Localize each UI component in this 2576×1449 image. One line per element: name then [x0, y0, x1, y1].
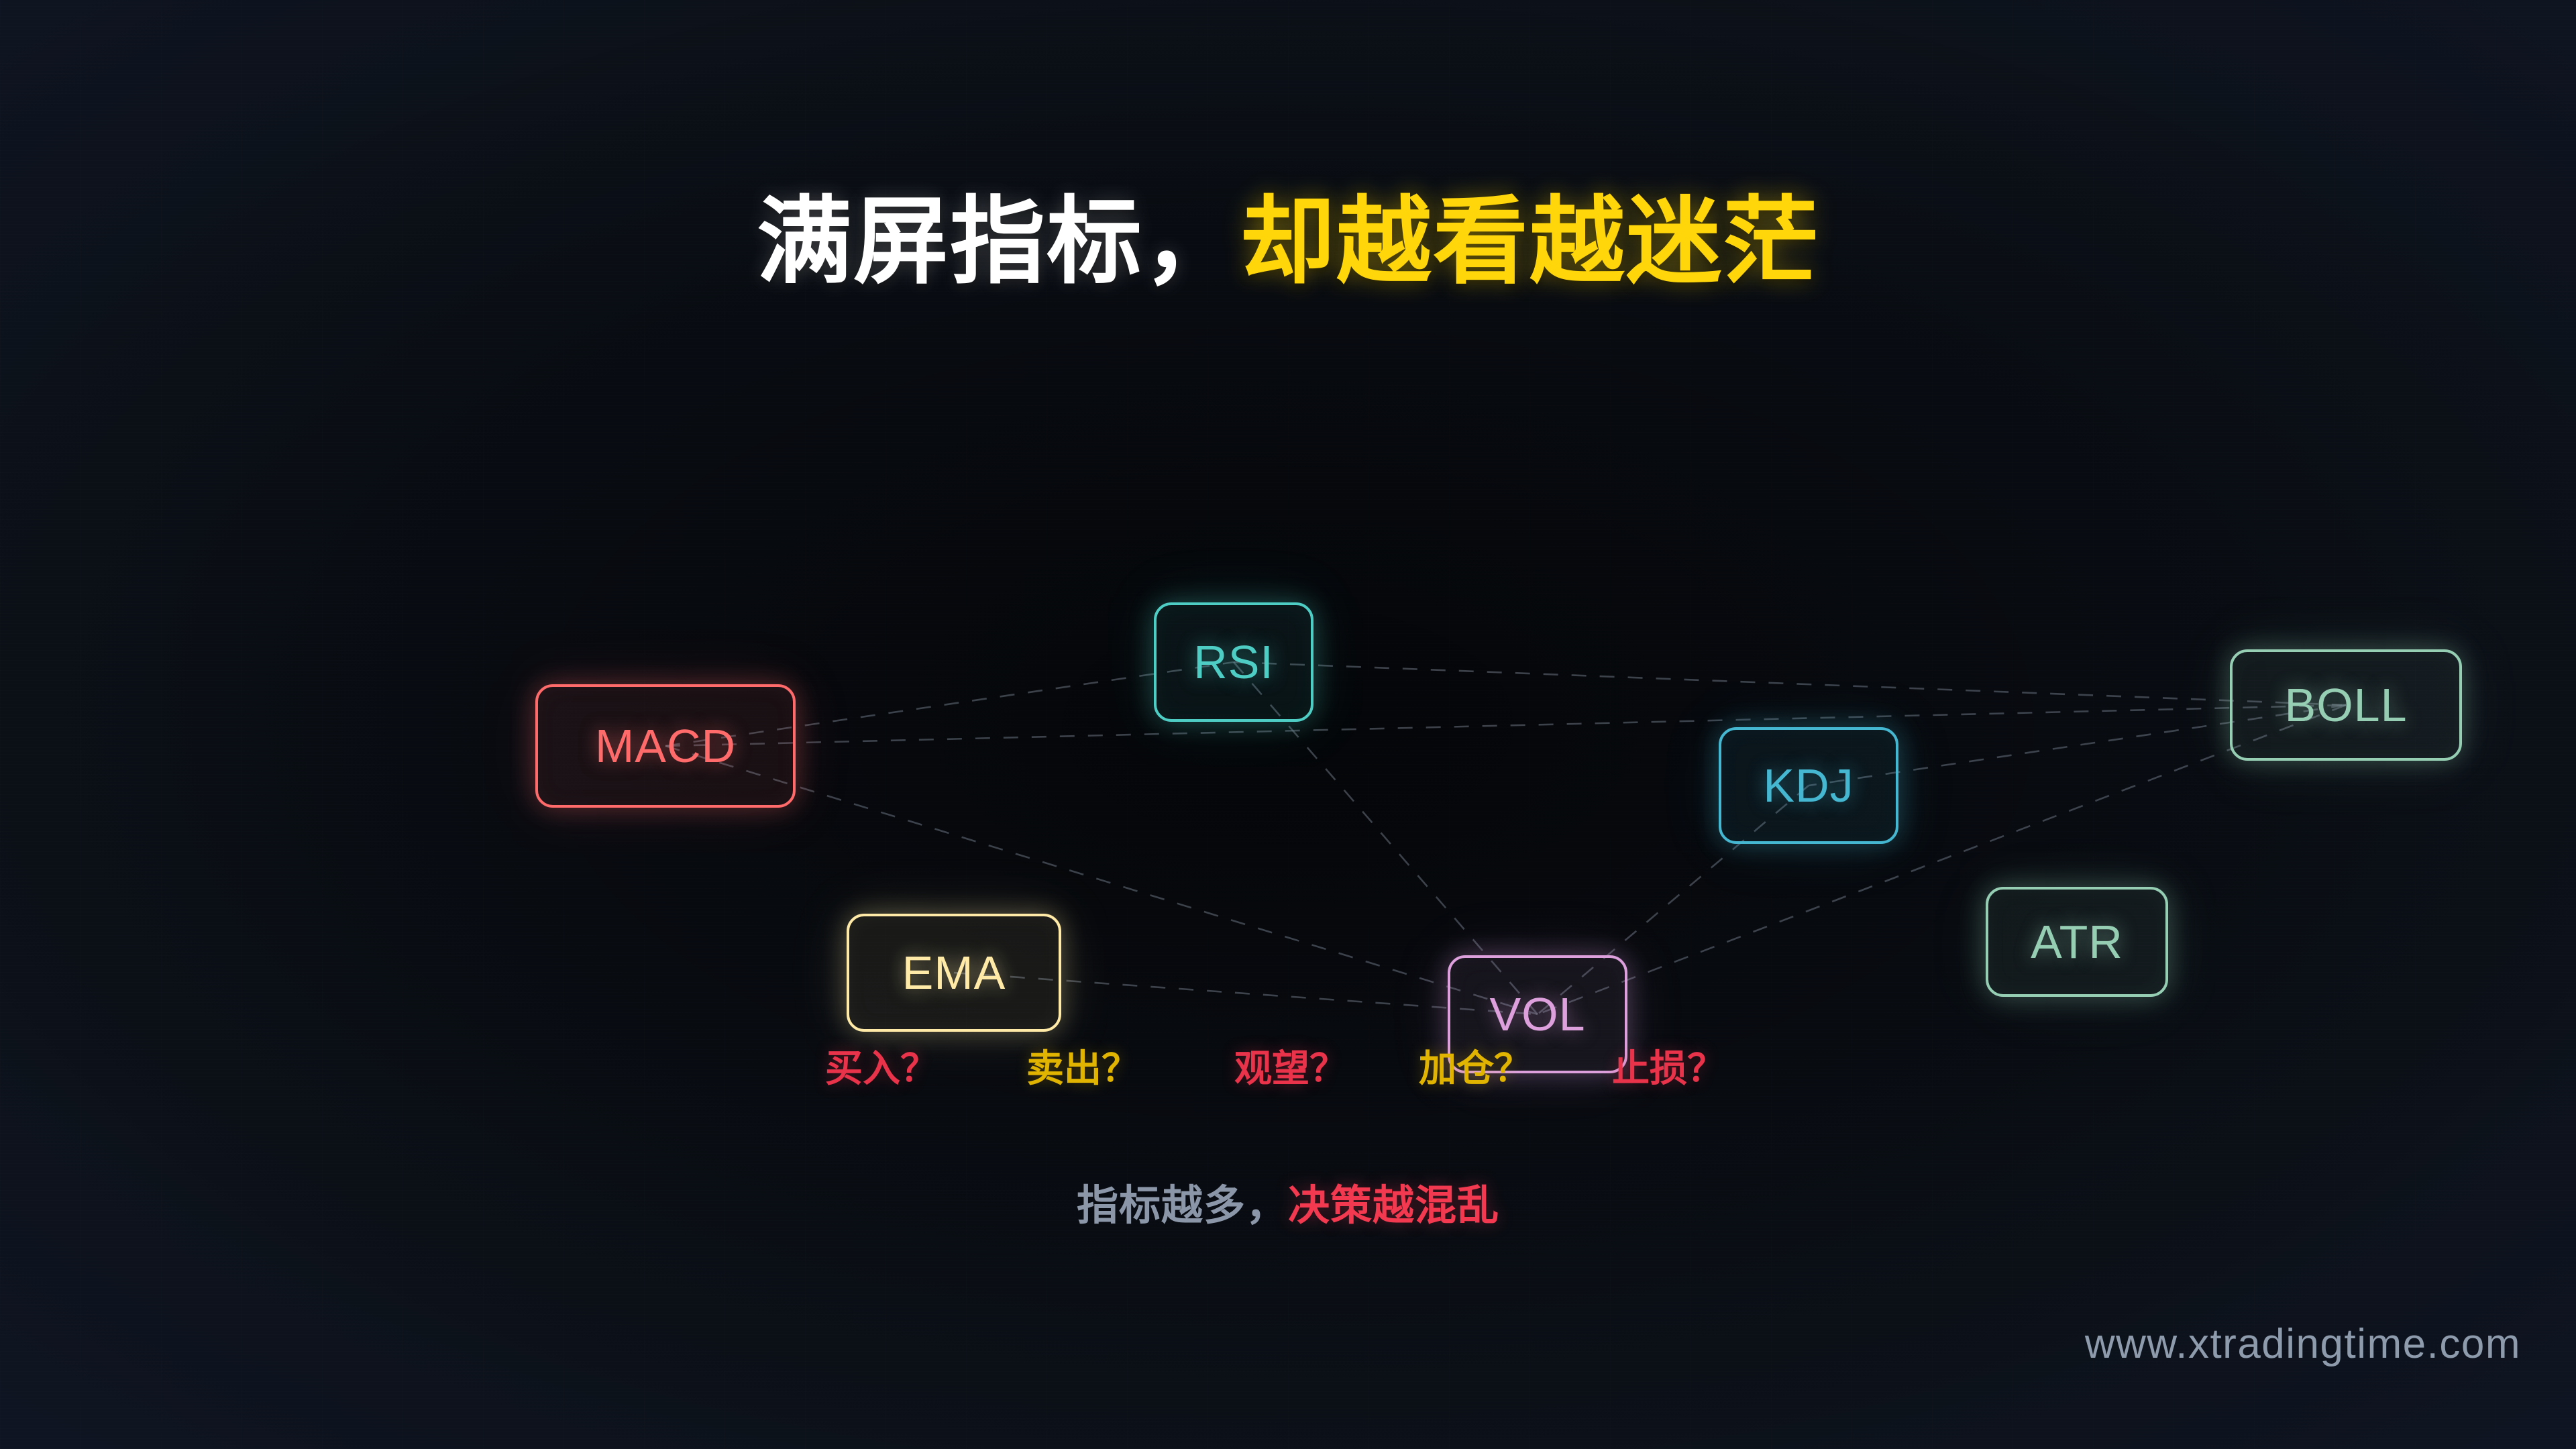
decision-question-2: 卖出？ — [1026, 1047, 1139, 1089]
connection-line-rsi-boll — [1233, 661, 2347, 706]
indicator-node-rsi[interactable]: RSI — [1154, 602, 1313, 722]
indicator-node-label: EMA — [902, 947, 1006, 999]
indicator-node-label: KDJ — [1763, 759, 1854, 812]
summary-caption-accent: 决策越混乱 — [1288, 1183, 1500, 1229]
page-title-primary: 满屏指标， — [757, 189, 1240, 296]
summary-caption: 指标越多，决策越混乱 — [0, 1171, 2576, 1232]
indicator-node-ema[interactable]: EMA — [847, 914, 1061, 1032]
page-title: 满屏指标，却越看越迷茫 — [0, 190, 2576, 294]
connection-line-macd-boll — [665, 704, 2347, 747]
connection-line-boll-vol — [1537, 704, 2347, 1016]
indicator-node-macd[interactable]: MACD — [535, 684, 796, 808]
decision-question-3: 观望？ — [1234, 1047, 1347, 1089]
indicator-node-label: VOL — [1489, 988, 1586, 1040]
indicator-node-label: ATR — [2031, 916, 2123, 968]
indicator-node-label: MACD — [594, 720, 737, 772]
decision-question-5: 止损？ — [1612, 1047, 1725, 1089]
connection-line-macd-vol — [665, 745, 1538, 1016]
summary-caption-lead: 指标越多， — [1076, 1183, 1288, 1229]
decision-question-row: 买入？ 卖出？ 观望？ 加仓？ 止损？ — [825, 1050, 1778, 1097]
decision-question-4: 加仓？ — [1419, 1047, 1532, 1089]
indicator-node-label: RSI — [1193, 636, 1274, 688]
page-title-accent: 却越看越迷茫 — [1240, 189, 1819, 296]
indicator-node-atr[interactable]: ATR — [1986, 887, 2168, 997]
decision-question-1: 买入？ — [825, 1047, 938, 1089]
site-watermark: www.xtradingtime.com — [2084, 1321, 2521, 1367]
indicator-node-label: BOLL — [2284, 679, 2408, 731]
indicator-node-kdj[interactable]: KDJ — [1719, 727, 1898, 844]
indicator-node-boll[interactable]: BOLL — [2230, 649, 2462, 761]
